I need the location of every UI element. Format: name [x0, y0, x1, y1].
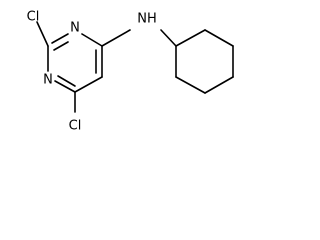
ring-double-c4-n3: [57, 75, 76, 87]
ring-bond-c4-n3: [54, 80, 76, 93]
bond-c6-nh: [101, 29, 131, 47]
atom-cl-bottom: Cl: [69, 119, 82, 134]
atom-nh: NH: [137, 12, 157, 27]
bond-c2-cl: [36, 21, 49, 47]
atom-cl-top: Cl: [27, 10, 40, 25]
cyclohexane-bond-2: [204, 29, 234, 47]
atom-n-upper: N: [70, 21, 80, 36]
atom-n-lower: N: [43, 73, 53, 88]
ring-bond-n1-c6: [81, 33, 103, 47]
bond-nh-cyclohexyl: [160, 29, 177, 47]
cyclohexane-bond-4: [204, 76, 234, 94]
cyclohexane-bond-1: [175, 29, 206, 47]
ring-double-c2-n1: [53, 41, 69, 51]
ring-bond-c5-c4: [74, 76, 103, 93]
ring-bond-c2-n1: [51, 33, 69, 44]
cyclohexane-bond-5: [175, 76, 206, 94]
